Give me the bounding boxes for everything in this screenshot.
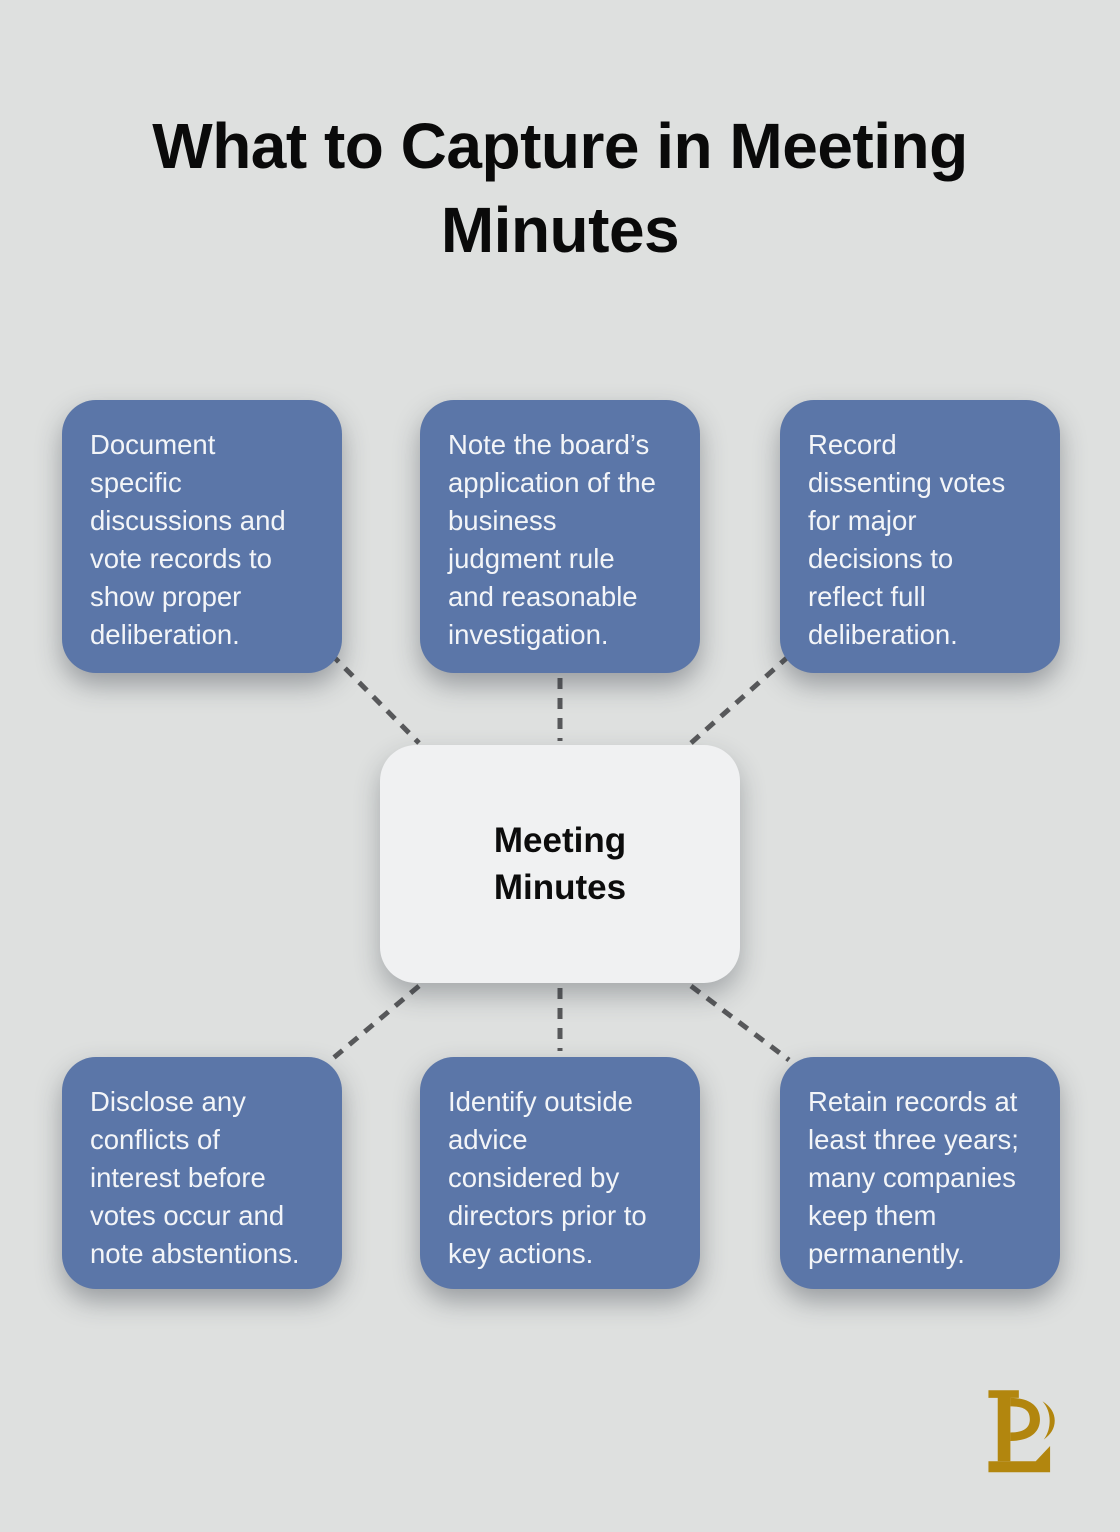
center-node-label: Meeting Minutes [493,821,627,907]
connector-line-top-left [329,652,421,745]
connector-line-bottom-left [329,984,421,1062]
logo-bowl [1010,1397,1040,1441]
node-bottom-right: Retain records at least three years; man… [780,1057,1060,1289]
node-text: Identify outside advice considered by di… [448,1086,647,1269]
node-bottom-center: Identify outside advice considered by di… [420,1057,700,1289]
logo-stem [988,1390,1019,1462]
node-text: Record dissenting votes for major decisi… [808,429,1006,650]
node-bottom-left: Disclose any conflicts of interest befor… [62,1057,342,1289]
lp-monogram-logo [988,1390,1055,1473]
node-text: Disclose any conflicts of interest befor… [90,1086,300,1269]
center-node: Meeting Minutes [380,745,740,983]
page-title: What to Capture in Meeting Minutes [152,110,968,267]
connector-line-top-right [689,654,791,745]
node-top-center: Note the board’s application of the busi… [420,400,700,673]
node-top-right: Record dissenting votes for major decisi… [780,400,1060,673]
node-text: Retain records at least three years; man… [808,1086,1019,1269]
logo-crescent [1042,1401,1055,1440]
node-text: Document specific discussions and vote r… [90,429,286,650]
connector-line-bottom-right [689,984,791,1062]
logo-base [988,1446,1051,1473]
node-text: Note the board’s application of the busi… [448,429,656,650]
node-top-left: Document specific discussions and vote r… [62,400,342,673]
